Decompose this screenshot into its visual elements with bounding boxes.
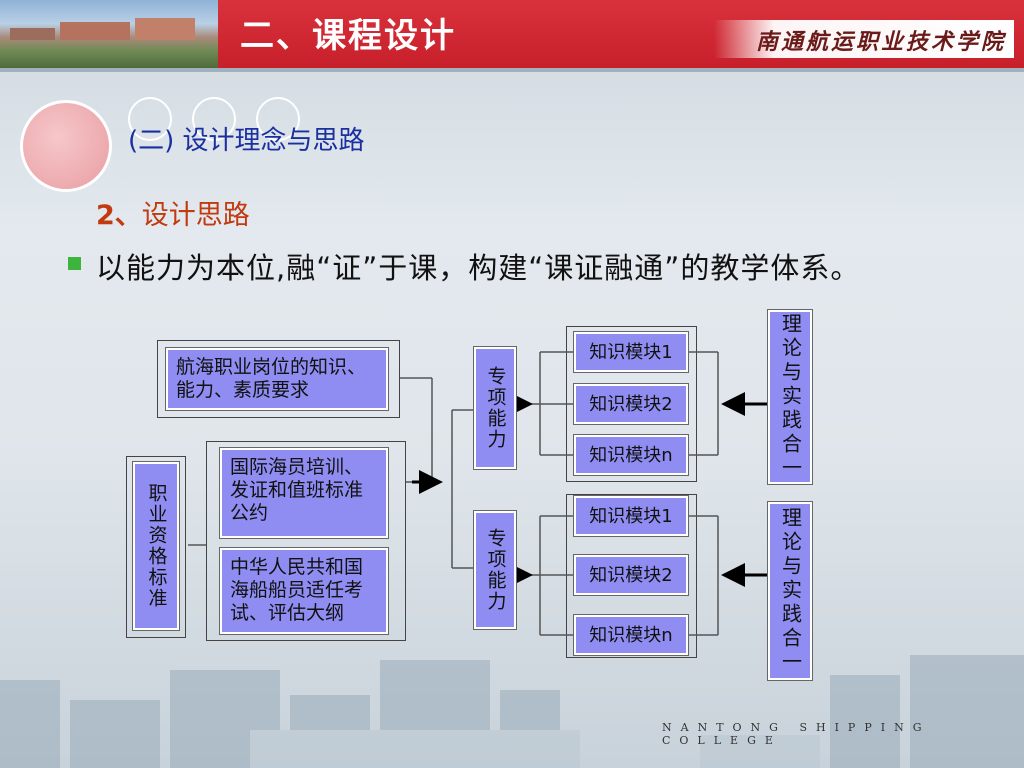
- stcw-convention-box: 国际海员培训、发证和值班标准公约: [219, 447, 389, 539]
- section-subheading: (二) 设计理念与思路: [128, 126, 365, 156]
- item-label: 设计思路: [141, 200, 250, 231]
- knowledge-module-top-1: 知识模块1: [573, 331, 689, 373]
- item-number: 2、: [96, 200, 142, 231]
- college-name: 南通航运职业技术学院: [755, 29, 1006, 55]
- campus-buildings-background: [0, 655, 1024, 768]
- college-english-name: NANTONG SHIPPING COLLEGE: [662, 721, 931, 747]
- standards-frame: [206, 441, 406, 641]
- body-text: 以能力为本位,融“证”于课，构建“课证融通”的教学体系。: [96, 251, 861, 285]
- knowledge-module-bottom-1: 知识模块1: [573, 495, 689, 537]
- knowledge-module-top-2: 知识模块2: [573, 383, 689, 425]
- qual-frame: [126, 456, 186, 638]
- knowledge-module-bottom-n: 知识模块n: [573, 614, 689, 656]
- theory-practice-box-top: 理论与实践合一: [767, 309, 813, 485]
- decorative-circle: [20, 100, 112, 192]
- decorative-ring: [128, 97, 172, 141]
- decorative-ring: [256, 97, 300, 141]
- header-divider: [0, 68, 1024, 72]
- campus-photo: [0, 0, 218, 68]
- decorative-ring: [192, 97, 236, 141]
- bullet-icon: [68, 257, 81, 270]
- theory-practice-box-bottom: 理论与实践合一: [767, 501, 813, 681]
- item-heading: 2、设计思路: [96, 193, 250, 232]
- job-requirements-box: 航海职业岗位的知识、能力、素质要求: [165, 347, 389, 411]
- college-banner: [714, 20, 1014, 58]
- qualification-standard-box: 职业资格标准: [132, 461, 180, 631]
- job-frame: [157, 340, 400, 418]
- specialty-ability-box-top: 专项能力: [473, 346, 517, 470]
- specialty-ability-box-bottom: 专项能力: [473, 510, 517, 630]
- exam-regulation-box: 中华人民共和国海船船员适任考试、评估大纲: [219, 547, 389, 635]
- modules-bottom-frame: [566, 494, 697, 658]
- knowledge-module-top-n: 知识模块n: [573, 434, 689, 476]
- knowledge-module-bottom-2: 知识模块2: [573, 554, 689, 596]
- slide-title: 二、课程设计: [240, 16, 456, 56]
